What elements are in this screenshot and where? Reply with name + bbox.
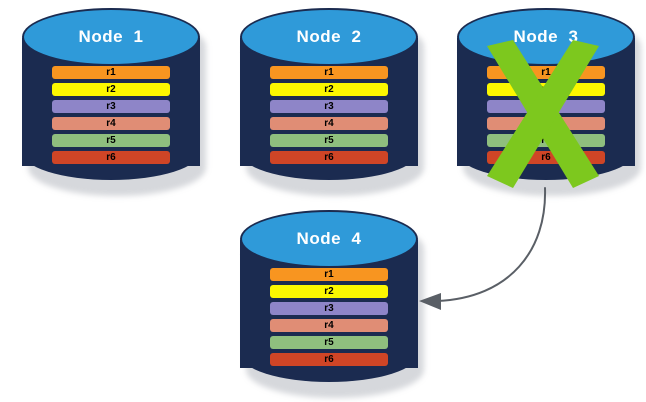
row-stack: r1 r2 r3 r4 r5 r6 (487, 66, 605, 168)
data-row[interactable]: r2 (487, 83, 605, 96)
data-row[interactable]: r1 (487, 66, 605, 79)
node-title: Node 3 (513, 27, 579, 46)
data-row[interactable]: r6 (487, 151, 605, 164)
row-stack: r1 r2 r3 r4 r5 r6 (52, 66, 170, 168)
data-row[interactable]: r1 (270, 66, 388, 79)
node-top-disc (22, 8, 200, 66)
node-title: Node 2 (296, 27, 362, 46)
node-cylinder-1[interactable]: Node 1 r1 r2 r3 r4 r5 r6 (22, 8, 206, 196)
data-row[interactable]: r5 (270, 134, 388, 147)
node-top-disc (240, 8, 418, 66)
row-stack: r1 r2 r3 r4 r5 r6 (270, 66, 388, 168)
data-row[interactable]: r6 (270, 151, 388, 164)
data-row[interactable]: r4 (487, 117, 605, 130)
data-row[interactable]: r3 (487, 100, 605, 113)
node-cylinder-3[interactable]: Node 3 r1 r2 r3 r4 r5 r6 (457, 8, 641, 196)
data-row[interactable]: r4 (52, 117, 170, 130)
data-row[interactable]: r3 (270, 302, 388, 315)
data-row[interactable]: r2 (270, 83, 388, 96)
data-row[interactable]: r5 (270, 336, 388, 349)
data-row[interactable]: r3 (52, 100, 170, 113)
data-row[interactable]: r1 (52, 66, 170, 79)
data-row[interactable]: r6 (52, 151, 170, 164)
node-cylinder-2[interactable]: Node 2 r1 r2 r3 r4 r5 r6 (240, 8, 424, 196)
data-row[interactable]: r3 (270, 100, 388, 113)
data-row[interactable]: r4 (270, 319, 388, 332)
row-stack: r1 r2 r3 r4 r5 r6 (270, 268, 388, 370)
node-title: Node 4 (296, 229, 362, 248)
node-cylinder-4[interactable]: Node 4 r1 r2 r3 r4 r5 r6 (240, 210, 424, 398)
data-row[interactable]: r5 (487, 134, 605, 147)
data-row[interactable]: r2 (270, 285, 388, 298)
data-row[interactable]: r4 (270, 117, 388, 130)
data-row[interactable]: r2 (52, 83, 170, 96)
data-row[interactable]: r5 (52, 134, 170, 147)
node-top-disc (240, 210, 418, 268)
data-row[interactable]: r6 (270, 353, 388, 366)
data-row[interactable]: r1 (270, 268, 388, 281)
node-title: Node 1 (78, 27, 144, 46)
